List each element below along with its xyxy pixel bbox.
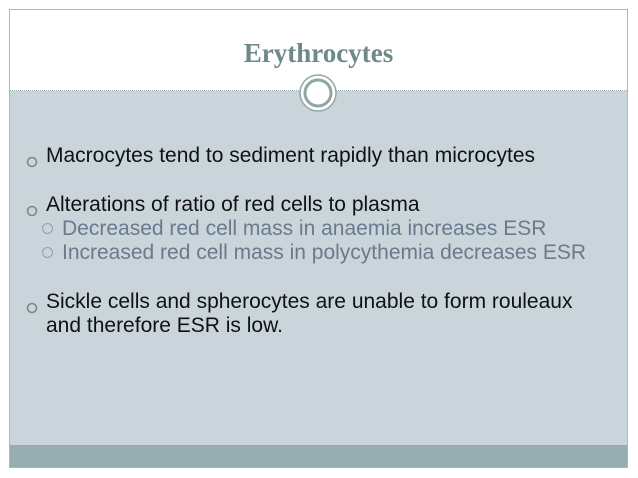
slide-title: Erythrocytes: [243, 38, 394, 68]
circle-bullet-icon: [26, 296, 38, 314]
bullet-item: Sickle cells and spherocytes are unable …: [24, 290, 607, 338]
slide-frame: Erythrocytes Macrocytes tend to sediment…: [9, 9, 628, 468]
spacer: [24, 168, 607, 193]
bullet-text: Macrocytes tend to sediment rapidly than…: [46, 144, 536, 167]
sub-bullet-item: Decreased red cell mass in anaemia incre…: [24, 217, 607, 241]
bullet-item: Macrocytes tend to sediment rapidly than…: [24, 144, 607, 168]
bullet-text: Sickle cells and spherocytes are unable …: [46, 290, 573, 337]
bullet-list: Macrocytes tend to sediment rapidly than…: [24, 144, 607, 338]
footer-bar: [10, 445, 627, 467]
bullet-text: Alterations of ratio of red cells to pla…: [46, 193, 420, 216]
sub-bullet-text: Decreased red cell mass in anaemia incre…: [62, 217, 547, 240]
circle-bullet-icon: [26, 199, 38, 217]
sub-bullet-item: Increased red cell mass in polycythemia …: [24, 241, 607, 265]
content-area: Macrocytes tend to sediment rapidly than…: [10, 91, 627, 446]
circle-bullet-icon: [26, 150, 38, 168]
double-circle-ornament-icon: [299, 74, 337, 112]
spacer: [24, 265, 607, 290]
hollow-circle-bullet-icon: [42, 223, 53, 234]
hollow-circle-bullet-icon: [42, 247, 53, 258]
bullet-item: Alterations of ratio of red cells to pla…: [24, 193, 607, 217]
sub-bullet-text: Increased red cell mass in polycythemia …: [62, 241, 587, 264]
